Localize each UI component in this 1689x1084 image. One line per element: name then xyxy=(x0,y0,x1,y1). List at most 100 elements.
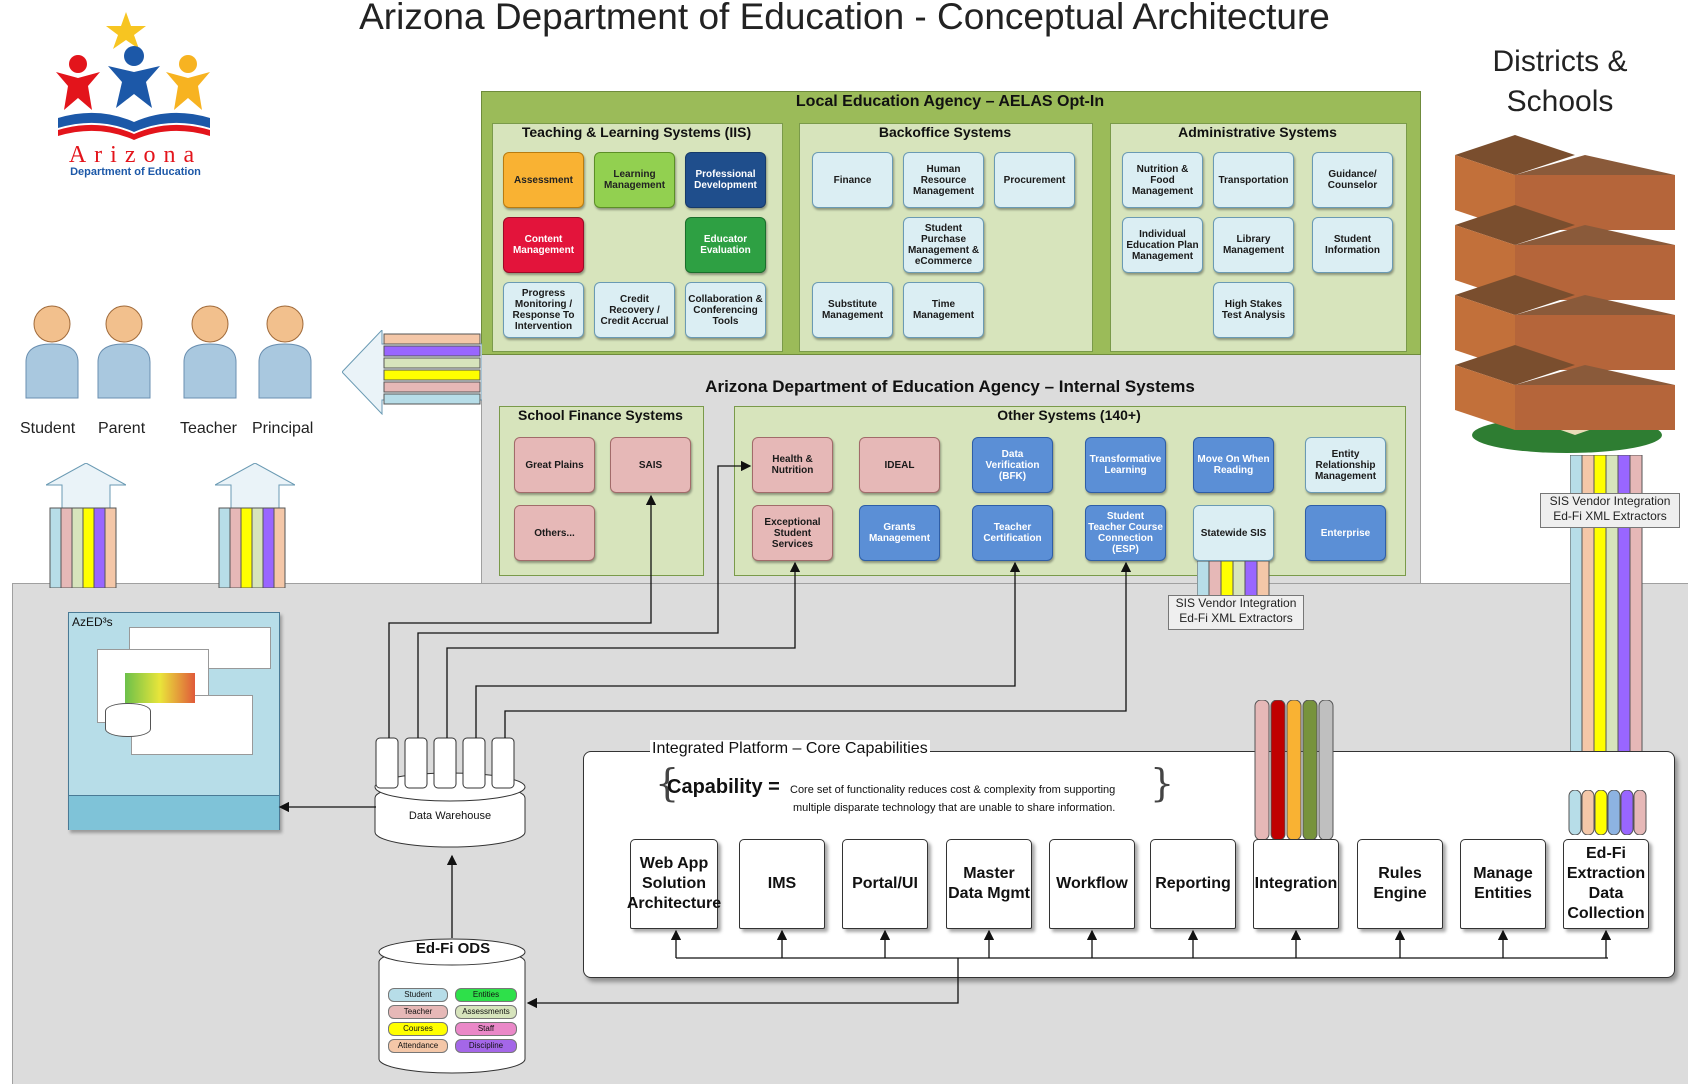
districts-data-stripes xyxy=(1570,455,1643,834)
ods-entity-courses: Courses xyxy=(388,1022,448,1036)
capability-integration[interactable]: Integration xyxy=(1253,839,1339,929)
statewide-sis-connector-stripes xyxy=(1197,561,1270,597)
system-learning-management[interactable]: Learning Management xyxy=(594,152,675,208)
system-individual-education-plan[interactable]: Individual Education Plan Management xyxy=(1122,217,1203,273)
page-title: Arizona Department of Education - Concep… xyxy=(359,0,1330,37)
student-person-icon xyxy=(25,305,79,399)
principal-person-icon xyxy=(258,305,312,399)
data-warehouse-label: Data Warehouse xyxy=(408,810,492,822)
person-label-parent: Parent xyxy=(98,420,146,437)
ods-entity-assessments: Assessments xyxy=(455,1005,517,1019)
capability-reporting[interactable]: Reporting xyxy=(1150,839,1236,929)
system-transportation[interactable]: Transportation xyxy=(1213,152,1294,208)
system-sais[interactable]: SAIS xyxy=(610,437,691,493)
edfi-ods-left-list: Student Teacher Courses Attendance xyxy=(388,988,448,1053)
system-enterprise[interactable]: Enterprise xyxy=(1305,505,1386,561)
capability-label: Capability = xyxy=(667,776,780,798)
ods-entity-discipline: Discipline xyxy=(455,1039,517,1053)
arizona-logo: Arizona Department of Education xyxy=(48,6,238,178)
sis-vendor-note-right: SIS Vendor Integration Ed-Fi XML Extract… xyxy=(1540,493,1680,528)
system-entity-relationship[interactable]: Entity Relationship Management xyxy=(1305,437,1386,493)
system-finance[interactable]: Finance xyxy=(812,152,893,208)
capability-text-2: multiple disparate technology that are u… xyxy=(793,802,1116,814)
data-warehouse-icon xyxy=(374,737,526,848)
people-icons xyxy=(25,305,312,399)
system-move-on-when-reading[interactable]: Move On When Reading xyxy=(1193,437,1274,493)
azeds-dashboard[interactable]: AzED³s xyxy=(68,612,280,830)
system-student-information[interactable]: Student Information xyxy=(1312,217,1393,273)
ods-entity-teacher: Teacher xyxy=(388,1005,448,1019)
system-student-purchase[interactable]: Student Purchase Management & eCommerce xyxy=(903,217,984,273)
dashboard-screenshot-3 xyxy=(131,695,253,755)
school-building-1 xyxy=(1455,135,1675,230)
system-credit-recovery[interactable]: Credit Recovery / Credit Accrual xyxy=(594,282,675,338)
system-transformative-learning[interactable]: Transformative Learning xyxy=(1085,437,1166,493)
system-student-teacher-course[interactable]: Student Teacher Course Connection (ESP) xyxy=(1085,505,1166,561)
system-health-nutrition[interactable]: Health & Nutrition xyxy=(752,437,833,493)
dashboard-bottom-bar xyxy=(69,795,279,830)
system-high-stakes-test[interactable]: High Stakes Test Analysis xyxy=(1213,282,1294,338)
system-teacher-certification[interactable]: Teacher Certification xyxy=(972,505,1053,561)
logo-figures-icon xyxy=(56,12,210,140)
logo-subtitle: Department of Education xyxy=(70,166,201,178)
backoffice-title: Backoffice Systems xyxy=(878,124,1012,140)
up-arrow-left-icon xyxy=(46,463,126,588)
system-library-management[interactable]: Library Management xyxy=(1213,217,1294,273)
system-grants-management[interactable]: Grants Management xyxy=(859,505,940,561)
sis-vendor-note: SIS Vendor Integration Ed-Fi XML Extract… xyxy=(1168,595,1304,630)
logo-name: Arizona xyxy=(68,142,203,168)
system-collaboration-tools[interactable]: Collaboration & Conferencing Tools xyxy=(685,282,766,338)
capability-web-app-solution[interactable]: Web App Solution Architecture xyxy=(627,839,721,929)
capability-rules-engine[interactable]: Rules Engine xyxy=(1357,839,1443,929)
ods-entity-student: Student xyxy=(388,988,448,1002)
integration-connectors-icon xyxy=(1254,700,1334,840)
system-statewide-sis[interactable]: Statewide SIS xyxy=(1193,505,1274,561)
parent-person-icon xyxy=(97,305,151,399)
system-exceptional-student[interactable]: Exceptional Student Services xyxy=(752,505,833,561)
azeds-label: AzED³s xyxy=(72,615,113,629)
outbound-data-arrow-icon xyxy=(342,330,482,415)
internal-systems-title: Arizona Department of Education Agency –… xyxy=(705,377,1195,396)
system-others[interactable]: Others... xyxy=(514,505,595,561)
system-assessment[interactable]: Assessment xyxy=(503,152,584,208)
system-ideal[interactable]: IDEAL xyxy=(859,437,940,493)
other-systems-title: Other Systems (140+) xyxy=(997,407,1141,423)
school-building-4 xyxy=(1455,345,1675,430)
administrative-title: Administrative Systems xyxy=(1178,124,1337,140)
districts-schools-title: Districts & Schools xyxy=(1492,45,1628,118)
system-procurement[interactable]: Procurement xyxy=(994,152,1075,208)
ods-entity-entities: Entities xyxy=(455,988,517,1002)
system-nutrition-food[interactable]: Nutrition & Food Management xyxy=(1122,152,1203,208)
capability-manage-entities[interactable]: Manage Entities xyxy=(1460,839,1546,929)
system-content-management[interactable]: Content Management xyxy=(503,217,584,273)
person-label-principal: Principal xyxy=(252,420,314,437)
ods-entity-staff: Staff xyxy=(455,1022,517,1036)
dashboard-database-icon xyxy=(105,703,151,737)
lea-title: Local Education Agency – AELAS Opt-In xyxy=(795,93,1105,110)
capability-edfi-extraction[interactable]: Ed-Fi Extraction Data Collection xyxy=(1563,839,1649,929)
teacher-person-icon xyxy=(183,305,237,399)
person-label-student: Student xyxy=(20,420,76,437)
capability-master-data-mgmt[interactable]: Master Data Mgmt xyxy=(946,839,1032,929)
edfi-extraction-plugs-icon xyxy=(1568,790,1647,835)
teaching-learning-title: Teaching & Learning Systems (IIS) xyxy=(521,124,752,140)
capability-workflow[interactable]: Workflow xyxy=(1049,839,1135,929)
system-educator-evaluation[interactable]: Educator Evaluation xyxy=(685,217,766,273)
system-data-verification[interactable]: Data Verification (BFK) xyxy=(972,437,1053,493)
system-time-management[interactable]: Time Management xyxy=(903,282,984,338)
other-systems-panel xyxy=(734,406,1406,576)
system-progress-monitoring[interactable]: Progress Monitoring / Response To Interv… xyxy=(503,282,584,338)
capability-ims[interactable]: IMS xyxy=(739,839,825,929)
system-guidance-counselor[interactable]: Guidance/ Counselor xyxy=(1312,152,1393,208)
person-label-teacher: Teacher xyxy=(180,420,237,437)
system-professional-development[interactable]: Professional Development xyxy=(685,152,766,208)
capability-brace-icon: { xyxy=(655,761,680,805)
system-great-plains[interactable]: Great Plains xyxy=(514,437,595,493)
system-substitute-management[interactable]: Substitute Management xyxy=(812,282,893,338)
capability-portal-ui[interactable]: Portal/UI xyxy=(842,839,928,929)
school-building-3 xyxy=(1455,275,1675,370)
ods-entity-attendance: Attendance xyxy=(388,1039,448,1053)
system-human-resource[interactable]: Human Resource Management xyxy=(903,152,984,208)
dashboard-chart-heatmap xyxy=(125,673,195,703)
edfi-ods-right-list: Entities Assessments Staff Discipline xyxy=(455,988,517,1053)
